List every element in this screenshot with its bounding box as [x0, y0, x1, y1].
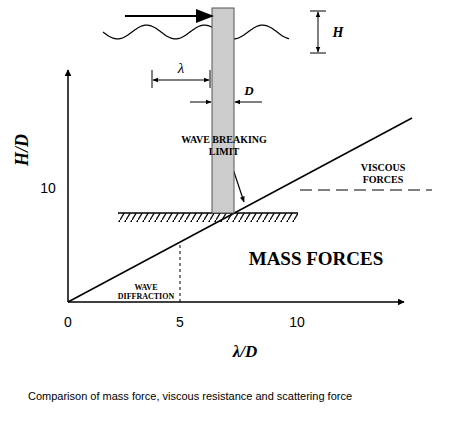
axis-title: H/D — [12, 134, 33, 166]
wavelength-dimension — [153, 80, 209, 81]
dimension-tick — [310, 11, 326, 12]
height-dimension — [318, 12, 319, 52]
seabed-hatching — [118, 213, 298, 222]
axis-title: λ/D — [233, 342, 258, 362]
diffraction-boundary — [180, 243, 181, 302]
dimension-label: H — [333, 25, 344, 41]
region-label: MASS FORCES — [249, 248, 384, 270]
y-axis — [67, 70, 69, 302]
tick-label: 10 — [40, 180, 56, 196]
viscous-boundary — [300, 190, 432, 191]
tick-label: 10 — [289, 314, 305, 330]
wave-profile — [103, 25, 289, 39]
wave-direction-shaft — [125, 15, 200, 17]
dimension-tick — [210, 70, 211, 88]
wave-breaking-line — [68, 118, 412, 302]
x-axis — [68, 301, 404, 303]
figure-caption: Comparison of mass force, viscous resist… — [28, 390, 352, 402]
pile-cylinder — [212, 8, 234, 213]
region-label: WAVE DIFFRACTION — [114, 284, 178, 301]
dimension-tick — [152, 70, 153, 88]
dimension-tick — [310, 53, 326, 54]
seabed-line — [118, 212, 298, 214]
diameter-dimension — [190, 102, 211, 103]
tick-label: 5 — [176, 314, 184, 330]
dimension-label: D — [244, 84, 253, 99]
region-label: WAVE BREAKING LIMIT — [172, 134, 276, 158]
region-label: VISCOUS FORCES — [347, 162, 419, 186]
tick-label: 0 — [64, 314, 72, 330]
wave-direction-head — [196, 9, 214, 23]
dimension-label: λ — [178, 60, 185, 77]
diameter-dimension — [235, 102, 262, 103]
